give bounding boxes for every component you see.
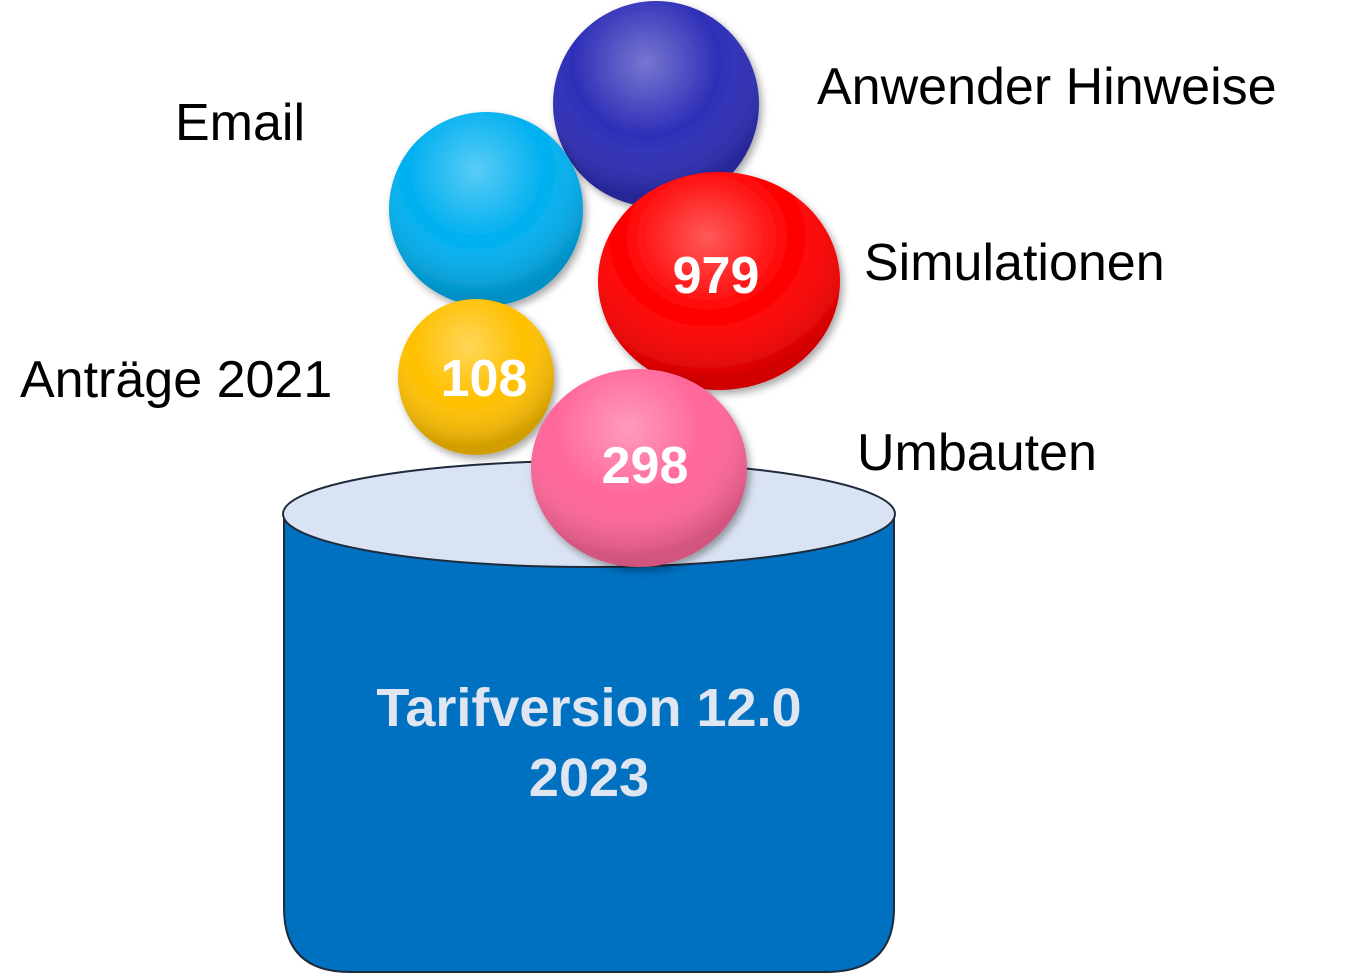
bubble-gloss (598, 172, 840, 390)
label-umbauten: Umbauten (857, 424, 1097, 482)
bubble-gloss (531, 369, 747, 567)
bubble-antraege: 108 (398, 299, 554, 455)
bubble-gloss (398, 299, 554, 455)
bubble-simulationen: 979 (598, 172, 840, 390)
bubble-simulationen-value: 979 (673, 247, 760, 305)
bubble-anwender-hinweise (553, 1, 759, 207)
bubble-antraege-value: 108 (441, 350, 528, 408)
label-anwender-hinweise: Anwender Hinweise (817, 58, 1277, 116)
label-simulationen: Simulationen (864, 234, 1165, 292)
cylinder-title-line2: 2023 (529, 748, 649, 808)
bubble-gloss (389, 112, 583, 306)
bubble-umbauten-value: 298 (602, 437, 689, 495)
label-email: Email (175, 94, 305, 152)
bubble-gloss (553, 1, 759, 207)
cylinder-body (283, 511, 895, 973)
cylinder-title-line1: Tarifversion 12.0 (376, 678, 801, 738)
bubble-umbauten: 298 (531, 369, 747, 567)
label-antraege: Anträge 2021 (20, 351, 332, 409)
bubble-email (389, 112, 583, 306)
